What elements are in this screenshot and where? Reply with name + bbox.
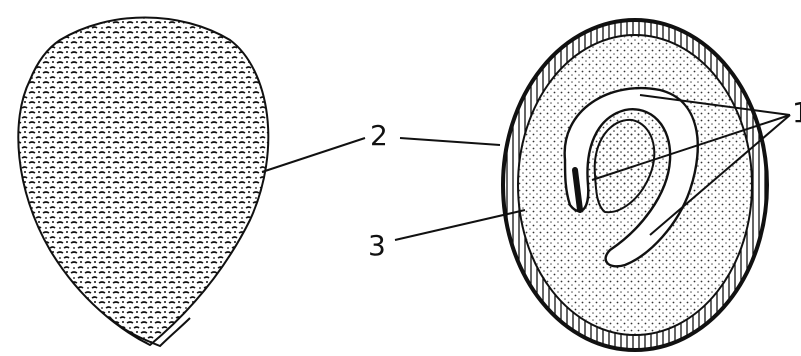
seed-outline-left [18, 18, 268, 346]
whole-seed-exterior [18, 18, 268, 347]
label-seed-coat: 2 [370, 119, 388, 152]
label-endosperm: 3 [368, 229, 386, 262]
leader-2-right [400, 138, 500, 145]
seed-cross-section [503, 20, 767, 350]
leader-2-left [262, 138, 365, 172]
label-embryo: 1 [792, 96, 801, 129]
